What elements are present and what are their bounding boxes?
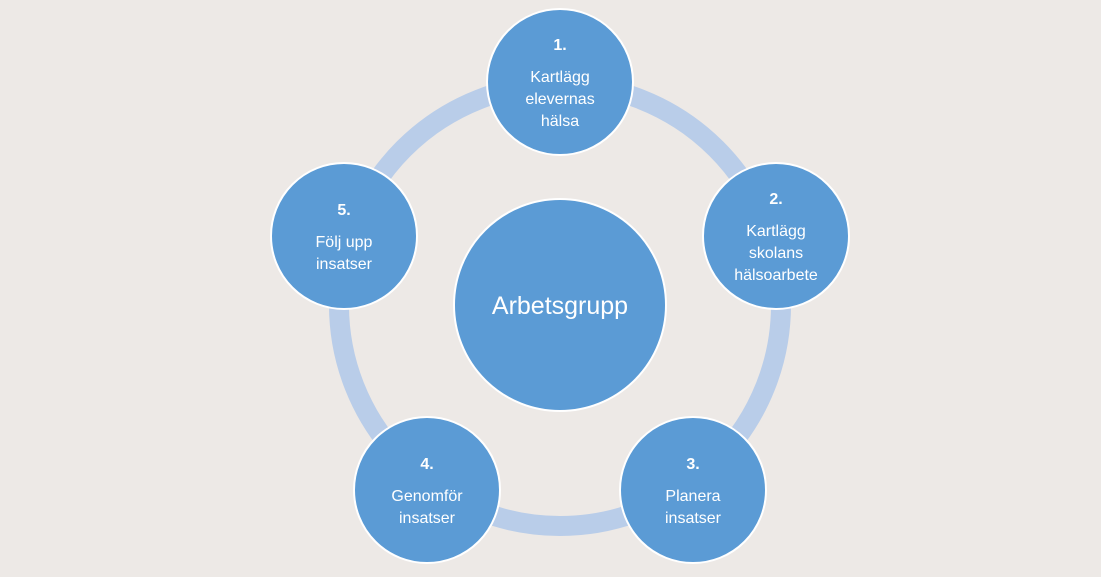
center-node-circle — [453, 198, 667, 412]
step-label-line: Kartlägg — [530, 69, 590, 86]
step-label-line: hälsa — [541, 113, 579, 130]
step-number: 1. — [553, 37, 566, 54]
center-node-label: Arbetsgrupp — [492, 292, 628, 320]
step-node-circle — [270, 162, 418, 310]
step-label-line: insatser — [399, 510, 456, 527]
step-node-1: 1. Kartlägg elevernas hälsa — [486, 8, 634, 156]
step-node-circle — [619, 416, 767, 564]
step-node-circle — [486, 8, 634, 156]
center-node: Arbetsgrupp — [453, 198, 667, 412]
step-label-line: insatser — [316, 256, 373, 273]
step-label-line: skolans — [749, 245, 803, 262]
step-label-line: Följ upp — [316, 234, 373, 251]
step-node-2: 2. Kartlägg skolans hälsoarbete — [702, 162, 850, 310]
step-number: 3. — [686, 456, 699, 473]
step-label-line: hälsoarbete — [734, 267, 818, 284]
step-number: 2. — [769, 191, 782, 208]
step-node-circle — [353, 416, 501, 564]
step-label-line: insatser — [665, 510, 722, 527]
step-label-line: Planera — [665, 488, 720, 505]
step-label-line: Kartlägg — [746, 223, 806, 240]
step-label-line: Genomför — [391, 488, 463, 505]
step-node-5: 5. Följ upp insatser — [270, 162, 418, 310]
step-nodes: 1. Kartlägg elevernas hälsa 2. Kartlägg skolan… — [270, 8, 850, 564]
step-label-line: elevernas — [525, 91, 594, 108]
step-node-3: 3. Planera insatser — [619, 416, 767, 564]
step-number: 4. — [420, 456, 433, 473]
step-node-4: 4. Genomför insatser — [353, 416, 501, 564]
step-number: 5. — [337, 202, 350, 219]
step-node-circle — [702, 162, 850, 310]
